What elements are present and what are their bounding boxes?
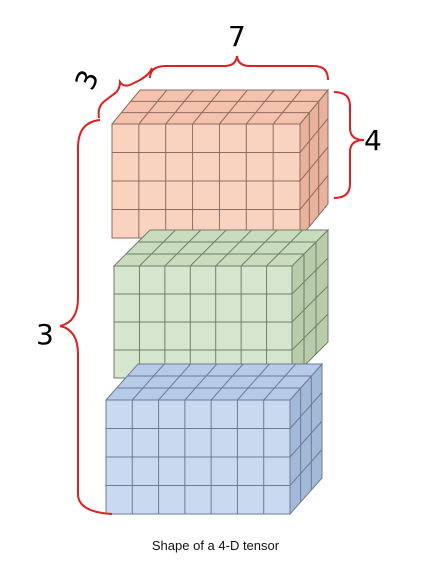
middle-block — [112, 228, 330, 380]
diagram-caption: Shape of a 4-D tensor — [151, 538, 280, 553]
rows-label: 4 — [364, 124, 382, 157]
columns-brace — [149, 55, 329, 81]
depth-brace — [97, 67, 153, 119]
bottom-block-top-face — [104, 363, 324, 401]
blocks-brace — [59, 119, 113, 515]
columns-label: 7 — [228, 20, 246, 53]
blocks-label: 3 — [36, 318, 54, 351]
top-block-top-face — [110, 89, 330, 125]
depth-label: 3 — [68, 65, 105, 95]
bottom-block — [104, 362, 324, 516]
top-block — [110, 88, 330, 240]
tensor-blocks — [104, 88, 330, 516]
rows-brace — [333, 91, 365, 199]
